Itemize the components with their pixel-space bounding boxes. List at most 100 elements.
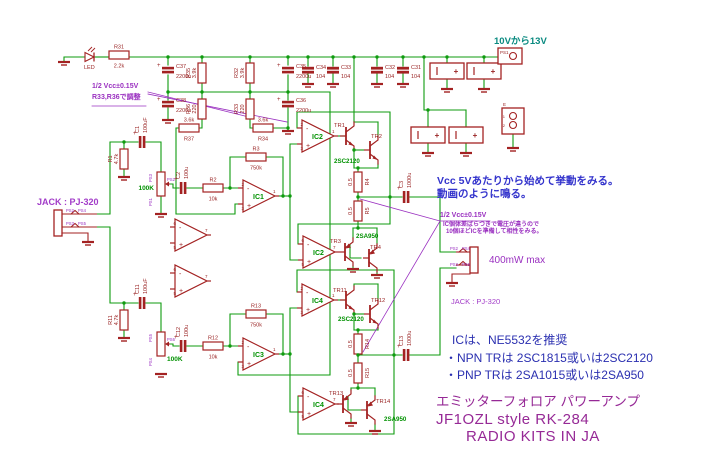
svg-text:10k: 10k: [209, 197, 218, 203]
svg-text:C3: C3: [399, 181, 405, 188]
svg-text:+: +: [157, 63, 161, 69]
svg-text:E: E: [503, 102, 506, 107]
svg-text:2200u: 2200u: [176, 74, 191, 80]
svg-text:+: +: [179, 288, 183, 295]
svg-text:1: 1: [503, 114, 506, 119]
svg-text:+: +: [491, 67, 496, 76]
svg-text:2200u: 2200u: [176, 108, 191, 114]
svg-text:C36: C36: [296, 98, 306, 104]
svg-text:R36: R36: [186, 104, 192, 114]
svg-text:7: 7: [333, 397, 336, 402]
vcc-note-line1: Vcc 5Vあたりから始めて挙動をみる。: [437, 175, 619, 187]
half-vcc-mid-line1: 1/2 Vcc±0.15V: [440, 212, 487, 219]
connector-E: E12: [501, 102, 525, 135]
svg-text:6: 6: [301, 238, 304, 243]
svg-text:C34: C34: [316, 65, 326, 71]
svg-text:2200u: 2200u: [296, 108, 311, 114]
svg-text:-: -: [306, 290, 309, 297]
svg-text:PS5: PS5: [78, 221, 87, 226]
svg-text:TR1: TR1: [334, 123, 345, 129]
svg-text:2SC2120: 2SC2120: [334, 158, 360, 165]
opamp-spare-7: -+657: [170, 264, 211, 298]
battery-2: +: [466, 62, 502, 80]
svg-text:5: 5: [173, 245, 176, 250]
ic-note-line2: ・NPN TRは 2SC1815或いは2SC2120: [445, 351, 653, 365]
svg-text:10k: 10k: [209, 355, 218, 361]
svg-text:3.9k: 3.9k: [240, 68, 246, 79]
svg-text:+: +: [307, 259, 311, 266]
transistor-TR13: TR13: [329, 389, 352, 419]
vcc-note-line2: 動画のように鳴る。: [437, 188, 532, 200]
connector-PS1: PS1: [497, 47, 523, 65]
svg-text:+: +: [133, 292, 137, 298]
svg-text:+: +: [247, 361, 251, 368]
svg-text:+: +: [473, 131, 478, 140]
svg-text:3.9k: 3.9k: [192, 68, 198, 79]
svg-text:2.2k: 2.2k: [114, 64, 125, 70]
svg-text:5: 5: [301, 262, 304, 267]
svg-text:104: 104: [316, 74, 325, 80]
svg-text:+: +: [435, 131, 440, 140]
svg-text:+: +: [179, 242, 183, 249]
svg-text:1: 1: [273, 189, 276, 194]
svg-text:1: 1: [273, 347, 276, 352]
svg-text:6: 6: [173, 221, 176, 226]
input-jack-label: JACK : PJ-320: [37, 197, 99, 207]
svg-text:+: +: [174, 177, 178, 183]
svg-text:1: 1: [332, 293, 335, 298]
svg-text:PS1: PS1: [500, 50, 509, 55]
svg-text:2200u: 2200u: [296, 74, 311, 80]
svg-text:PS1: PS1: [148, 197, 153, 206]
svg-text:750k: 750k: [250, 323, 262, 329]
svg-text:220: 220: [192, 104, 198, 113]
svg-text:TR2: TR2: [371, 134, 382, 140]
svg-text:100K: 100K: [138, 185, 154, 192]
svg-text:C13: C13: [399, 336, 405, 346]
svg-text:4.7k: 4.7k: [114, 154, 120, 165]
svg-text:-: -: [179, 225, 182, 232]
svg-text:5: 5: [173, 291, 176, 296]
title-line3: RADIO KITS IN JA: [466, 428, 600, 445]
svg-text:-: -: [307, 242, 310, 249]
svg-text:R35: R35: [186, 68, 192, 78]
transistor-TR14: TR14: [361, 395, 391, 425]
svg-text:0.5: 0.5: [348, 178, 354, 186]
svg-text:C32: C32: [385, 65, 395, 71]
svg-text:PS5: PS5: [148, 333, 153, 342]
transistor-TR12: TR12: [364, 298, 385, 329]
battery-3: +: [410, 126, 446, 144]
half-vcc-adjust-line2: R33,R36で調整: [92, 94, 141, 101]
svg-text:100u: 100u: [184, 167, 190, 179]
svg-text:7: 7: [333, 245, 336, 250]
svg-text:IC2: IC2: [313, 250, 324, 257]
svg-text:0.5: 0.5: [348, 340, 354, 348]
svg-text:C1: C1: [135, 126, 141, 133]
svg-text:R12: R12: [208, 336, 218, 342]
svg-text:PS2: PS2: [167, 177, 176, 182]
svg-text:0.5: 0.5: [348, 207, 354, 215]
svg-text:R11: R11: [108, 315, 114, 325]
svg-text:C2: C2: [176, 172, 182, 179]
svg-text:TR12: TR12: [371, 298, 385, 304]
svg-text:100K: 100K: [167, 356, 183, 363]
svg-text:IC1: IC1: [253, 194, 264, 201]
opamp-spare-6: -+657: [170, 218, 211, 252]
svg-text:PS4: PS4: [462, 246, 471, 251]
half-vcc-mid-line2: IC個体差ばらつきで電圧が違うので: [443, 221, 540, 228]
